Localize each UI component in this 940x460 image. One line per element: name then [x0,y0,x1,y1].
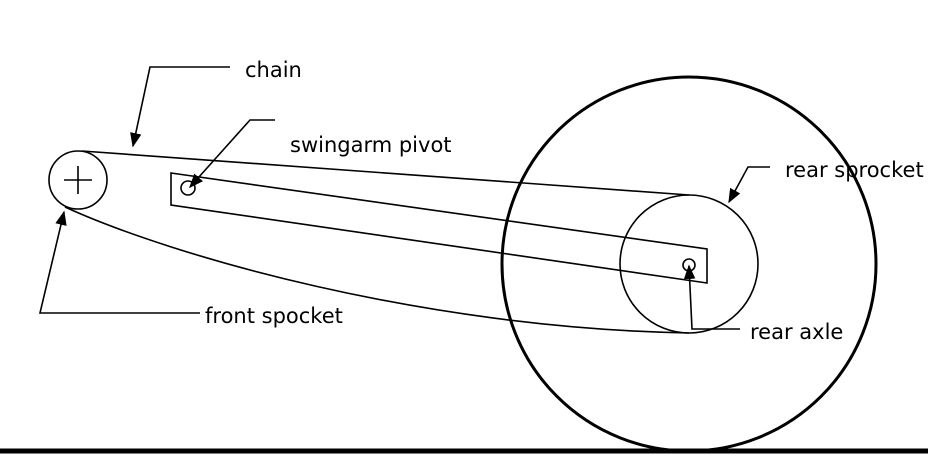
rear-sprocket [619,194,759,334]
front-spocket-label: front spocket [205,304,343,328]
chain-top-run [81,150,690,196]
rear-axle-label: rear axle [750,320,843,344]
front-spocket-leader [38,210,200,314]
chain-leader [130,66,230,148]
rear-axle-leader [683,264,740,330]
rear-sprocket-leader [728,166,770,204]
rear-sprocket-label: rear sprocket [785,158,924,182]
front-sprocket [48,150,108,210]
swingarm-pivot-leader [189,119,275,189]
swingarm-pivot-label: swingarm pivot [290,133,452,157]
rear-wheel [500,75,878,453]
swingarm [170,172,708,284]
chain-bottom-run [64,206,690,334]
chain-label: chain [245,58,302,82]
